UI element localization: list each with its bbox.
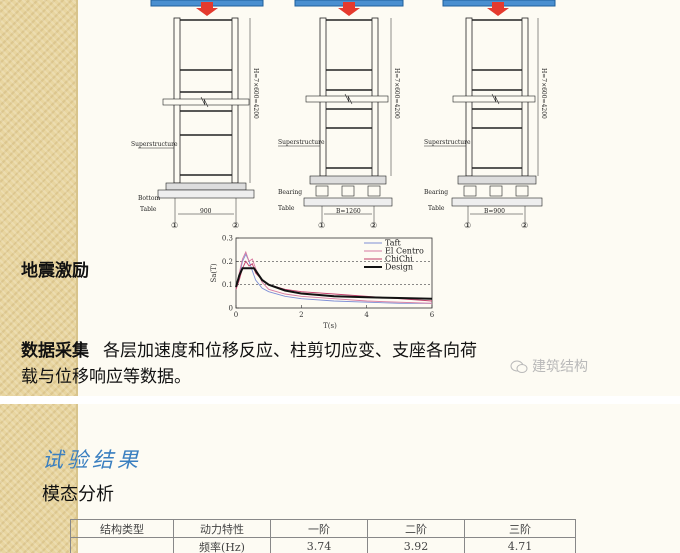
y-tick-label-3: 0.3 — [222, 235, 233, 243]
texture-edge — [76, 0, 78, 396]
axis-mark-3: ① — [318, 221, 325, 230]
data-collection-text-1: 各层加速度和位移反应、柱剪切应变、支座各向荷 — [103, 341, 477, 361]
table-cell: 3.92 — [367, 537, 465, 553]
slide-test-setup: H=7×600=4200 Superstructure Bottom Table… — [0, 0, 680, 396]
table-cell: 3.74 — [270, 537, 368, 553]
y-tick-label-0: 0 — [229, 305, 233, 313]
legend-label-1: El Centro — [385, 247, 424, 256]
x-tick-label-3: 6 — [430, 311, 435, 319]
decorative-texture-strip — [0, 0, 76, 396]
table-label-3: Table — [428, 205, 445, 212]
table-cell: 4.71 — [464, 537, 576, 553]
slide-test-results: 试验结果 模态分析 结构类型 动力特性 一阶 二阶 三阶 频率(Hz) 3.74… — [0, 404, 680, 553]
plot-frame — [235, 237, 433, 309]
table-row: 频率(Hz) 3.74 3.92 4.71 — [70, 537, 576, 553]
axis-mark-4: ② — [370, 221, 377, 230]
decorative-texture-strip-2 — [0, 404, 76, 553]
y-tick-label-1: 0.1 — [222, 281, 233, 289]
slide-gap — [0, 396, 680, 404]
x-tick-label-1: 2 — [299, 311, 303, 319]
data-collection-line1: 数据采集各层加速度和位移反应、柱剪切应变、支座各向荷 — [21, 336, 477, 361]
col-mode-1: 一阶 — [270, 519, 368, 538]
x-tick-label-0: 0 — [234, 311, 238, 319]
watermark: 建筑结构 — [510, 356, 588, 376]
height-label-3: H=7×600=4200 — [540, 68, 547, 119]
axis-mark-5: ① — [464, 221, 471, 230]
x-tick-label-2: 4 — [364, 311, 369, 319]
wechat-icon — [510, 360, 528, 373]
table-label: Table — [140, 206, 157, 213]
modal-analysis-title: 模态分析 — [42, 484, 114, 505]
bearing-label-3: Bearing — [424, 189, 448, 196]
col-dynamic-property: 动力特性 — [173, 519, 271, 538]
texture-edge-2 — [76, 404, 78, 553]
watermark-text: 建筑结构 — [532, 359, 588, 375]
data-collection-label: 数据采集 — [21, 341, 89, 361]
dim-label-3: B=900 — [484, 208, 505, 215]
height-label-2: H=7×600=4200 — [393, 68, 400, 119]
superstructure-label-2: Superstructure — [278, 139, 325, 146]
superstructure-label-3: Superstructure — [424, 139, 471, 146]
excitation-label: 地震激励 — [21, 261, 89, 281]
series-line-taft — [235, 253, 432, 304]
y-axis-label: Sa(T) — [210, 263, 218, 282]
legend-label-2: ChiChi — [385, 255, 413, 264]
frame-isolated-900: H=7×600=4200 Superstructure Bearing Tabl… — [424, 0, 556, 230]
axis-mark-2: ② — [232, 221, 239, 230]
results-title: 试验结果 — [42, 448, 142, 472]
legend-label-3: Design — [385, 263, 413, 272]
frame-isolated-1260: H=7×600=4200 Superstructure Bearing Tabl… — [278, 0, 404, 230]
col-mode-3: 三阶 — [464, 519, 576, 538]
table-cell: 频率(Hz) — [173, 537, 271, 553]
modal-results-table: 结构类型 动力特性 一阶 二阶 三阶 频率(Hz) 3.74 3.92 4.71 — [70, 519, 576, 553]
series-line-design — [235, 267, 433, 300]
y-tick-label-2: 0.2 — [222, 258, 233, 266]
axis-mark-6: ② — [521, 221, 528, 230]
table-cell — [70, 537, 174, 553]
table-header-row: 结构类型 动力特性 一阶 二阶 三阶 — [70, 519, 576, 538]
table-label-2: Table — [278, 205, 295, 212]
data-collection-line2: 载与位移响应等数据。 — [21, 367, 191, 387]
frame-fixed-base: H=7×600=4200 Superstructure Bottom Table… — [131, 0, 264, 230]
superstructure-label: Superstructure — [131, 141, 178, 148]
dim-label-1: 900 — [200, 208, 212, 215]
height-label: H=7×600=4200 — [252, 68, 259, 119]
axis-mark-1: ① — [171, 221, 178, 230]
col-structure-type: 结构类型 — [70, 519, 174, 538]
dim-label-2: B=1260 — [336, 208, 361, 215]
bottom-label: Bottom — [138, 195, 160, 202]
bearing-label: Bearing — [278, 189, 302, 196]
frame-diagram: H=7×600=4200 Superstructure Bottom Table… — [131, 0, 556, 230]
legend-label-0: Taft — [385, 239, 401, 248]
col-mode-2: 二阶 — [367, 519, 465, 538]
x-axis-label: T(s) — [323, 322, 337, 330]
